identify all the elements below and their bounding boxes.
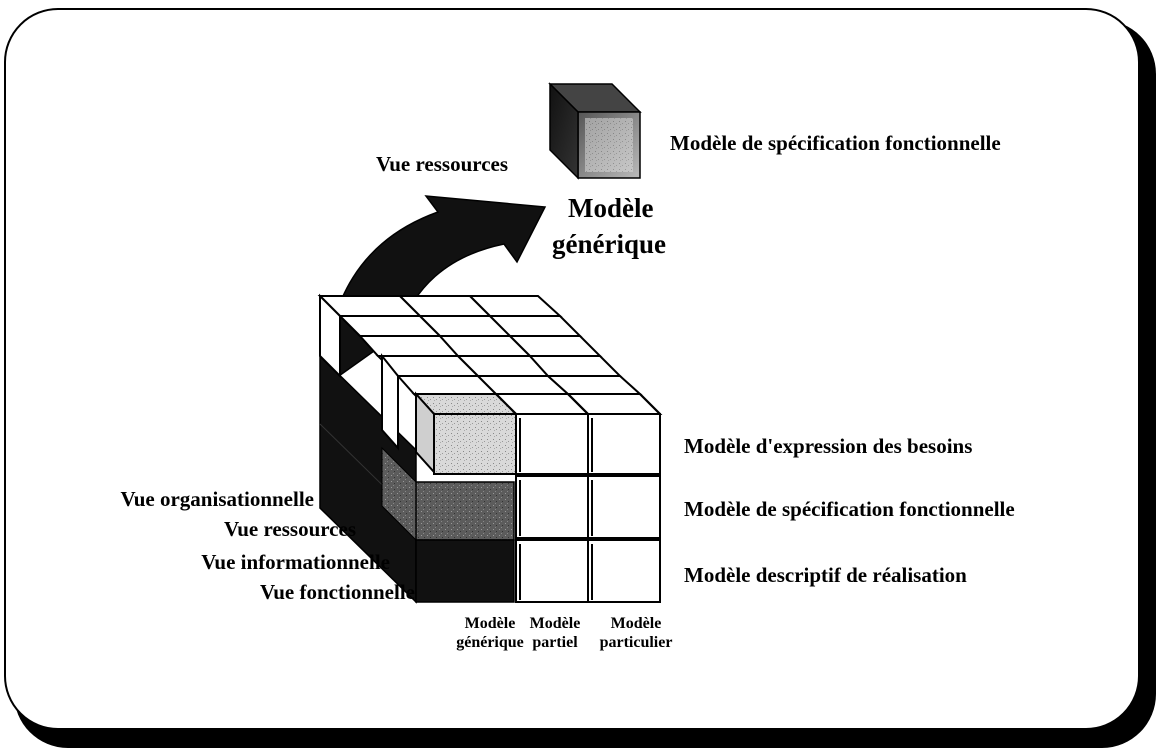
view-label-organisationnelle: Vue organisationnelle — [120, 487, 315, 511]
generic-model-title-line2: générique — [552, 229, 666, 259]
column-label-generique-line2: générique — [456, 634, 524, 651]
column-label-particulier-line2: particulier — [599, 634, 673, 651]
cube-top-surface — [317, 295, 663, 415]
top-cube-label: Modèle de spécification fonctionnelle — [670, 131, 1001, 155]
view-label-informationnelle: Vue informationnelle — [201, 550, 390, 574]
view-label-fonctionnelle: Vue fonctionnelle — [260, 580, 415, 604]
column-label-particulier-line1: Modèle — [610, 615, 662, 632]
views-stack — [319, 354, 515, 604]
column-label-partiel: Modèle partiel — [524, 614, 586, 652]
cube-cell-edges — [495, 393, 661, 600]
row-label-specification: Modèle de spécification fonctionnelle — [684, 497, 1015, 521]
column-label-particulier: Modèle particulier — [594, 614, 678, 652]
generic-model-title-line1: Modèle — [568, 193, 654, 223]
highlight-cube — [413, 391, 519, 475]
column-label-partiel-line2: partiel — [532, 634, 578, 651]
row-label-besoins: Modèle d'expression des besoins — [684, 434, 973, 458]
arrow-label: Vue ressources — [376, 152, 509, 176]
column-label-generique: Modèle générique — [438, 614, 542, 652]
view-label-ressources: Vue ressources — [223, 517, 356, 541]
column-label-generique-line1: Modèle — [464, 615, 516, 632]
cube-front-grid — [515, 413, 661, 603]
row-label-realisation: Modèle descriptif de réalisation — [684, 563, 967, 587]
column-label-partiel-line1: Modèle — [529, 615, 581, 632]
top-cube — [548, 82, 642, 180]
cube-left-edges — [319, 293, 399, 451]
